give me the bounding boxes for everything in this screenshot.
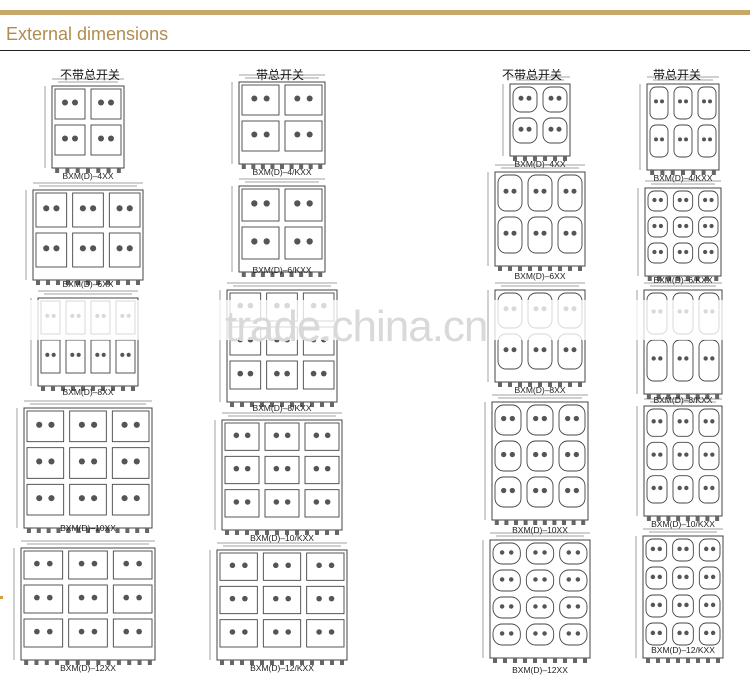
model-caption: BXM(D)–8/KXX <box>252 403 312 413</box>
enclosure-drawing <box>21 178 155 292</box>
enclosure-drawing <box>633 176 733 288</box>
model-caption: BXM(D)–4XX <box>514 159 566 169</box>
enclosure-drawing <box>12 396 164 540</box>
watermark-haze-4 <box>635 300 725 340</box>
enclosure-drawing <box>227 70 337 176</box>
header-accent-bar <box>0 10 750 15</box>
enclosure-drawing <box>40 74 136 180</box>
model-caption: BXM(D)–4/KXX <box>653 173 713 183</box>
model-caption: BXM(D)–12XX <box>512 665 568 675</box>
enclosure-drawing <box>631 524 735 670</box>
enclosure-drawing <box>480 390 600 532</box>
watermark-haze-3 <box>490 300 590 340</box>
enclosure-drawing <box>9 536 167 672</box>
model-caption: BXM(D)–6XX <box>62 279 114 289</box>
section-divider <box>0 50 750 51</box>
model-caption: BXM(D)–12XX <box>60 663 116 673</box>
model-caption: BXM(D)–6/KXX <box>252 265 312 275</box>
model-caption: BXM(D)–4XX <box>62 171 114 181</box>
edge-marker <box>0 596 3 599</box>
model-caption: BXM(D)–12/KXX <box>250 663 314 673</box>
enclosure-drawing <box>215 278 349 414</box>
model-caption: BXM(D)–8XX <box>514 385 566 395</box>
enclosure-drawing <box>498 72 582 168</box>
model-caption: BXM(D)–6/KXX <box>653 275 713 285</box>
model-caption: BXM(D)–8XX <box>62 387 114 397</box>
model-caption: BXM(D)–10/KXX <box>250 533 314 543</box>
enclosure-drawing <box>632 394 734 528</box>
enclosure-drawing <box>632 278 734 406</box>
model-caption: BXM(D)–10XX <box>512 525 568 535</box>
enclosure-drawing <box>205 538 359 672</box>
enclosure-drawing <box>635 72 731 182</box>
enclosure-drawing <box>210 408 354 542</box>
model-caption: BXM(D)–10/KXX <box>651 519 715 529</box>
enclosure-drawing <box>478 528 602 670</box>
column-header-1: 不带总开关 <box>59 68 120 82</box>
watermark-haze-1 <box>20 300 150 340</box>
enclosure-drawing <box>483 160 597 278</box>
watermark-haze-2 <box>215 300 340 340</box>
column-header-4: 带总开关 <box>652 68 701 82</box>
column-header-3: 不带总开关 <box>501 68 562 82</box>
section-title: External dimensions <box>6 24 169 44</box>
model-caption: BXM(D)–6XX <box>514 271 566 281</box>
enclosure-drawing <box>227 174 337 284</box>
model-caption: BXM(D)–12/KXX <box>651 645 715 655</box>
model-caption: BXM(D)–10XX <box>60 523 116 533</box>
model-caption: BXM(D)–4/KXX <box>252 167 312 177</box>
model-caption: BXM(D)–8/KXX <box>653 395 713 405</box>
